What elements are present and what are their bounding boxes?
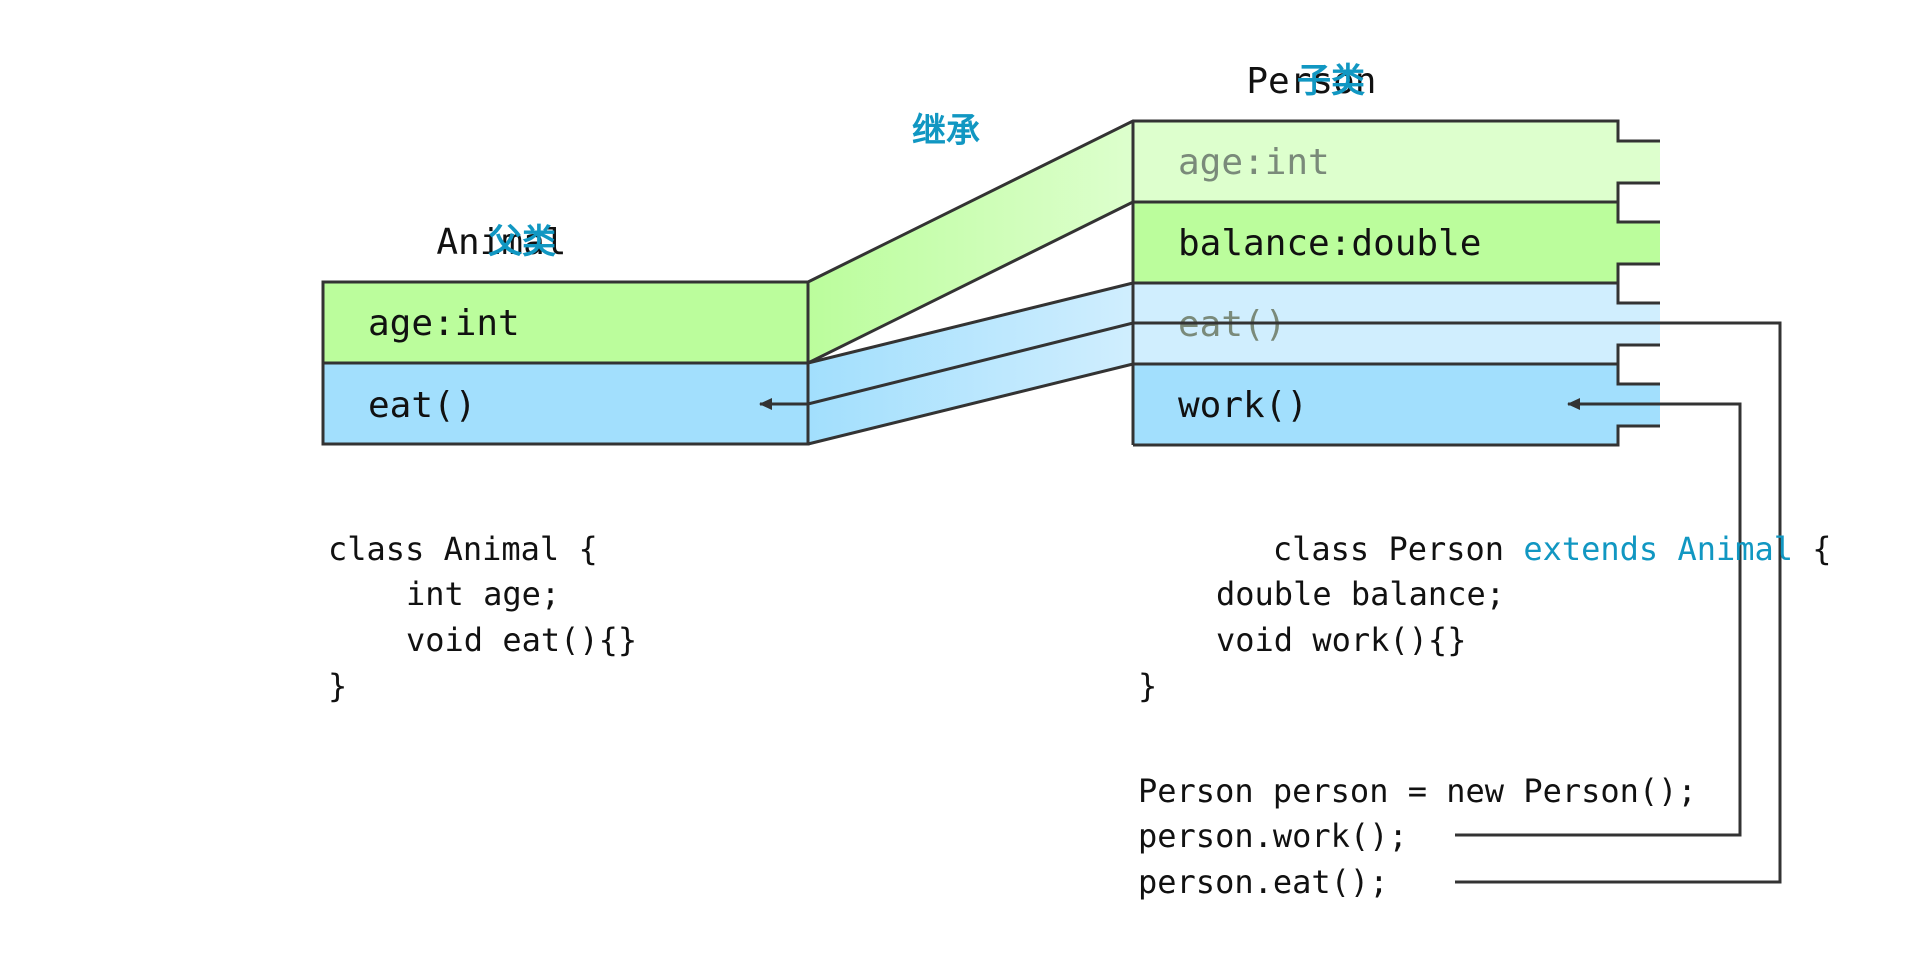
code-line: } (328, 667, 347, 705)
inheritance-label: 继承 (912, 111, 980, 151)
animal-code-block: class Animal { int age; void eat(){} } (328, 530, 637, 705)
person-box-outline (1131, 119, 1660, 447)
code-line: int age; (406, 575, 560, 613)
animal-field-age-box (321, 280, 810, 365)
animal-class-name: Animal (436, 222, 566, 263)
person-field-age-box (1133, 121, 1618, 202)
person-method-work-label: work() (1178, 385, 1308, 426)
code-line: } (1138, 667, 1157, 705)
code-line: void eat(){} (406, 621, 637, 659)
code-line: Person person = new Person(); (1138, 772, 1697, 810)
code-line: void work(){} (1216, 621, 1466, 659)
animal-method-eat-box (321, 361, 810, 446)
extends-keyword: extends Animal (1523, 530, 1793, 568)
usage-code-block: Person person = new Person(); person.wor… (1138, 772, 1697, 901)
eat-call-arrow (759, 321, 1782, 884)
person-method-work-box (1133, 364, 1618, 445)
parent-class-tag: 父类 (488, 222, 556, 262)
animal-method-eat-label: eat() (368, 385, 476, 426)
code-line: double balance; (1216, 575, 1505, 613)
code-line: class Person extends Animal { (1138, 530, 1920, 568)
person-class-box: age:int balance:double eat() work() (1131, 119, 1660, 447)
person-field-age-label: age:int (1178, 142, 1330, 183)
animal-field-age-label: age:int (368, 303, 520, 344)
person-class-name: Person (1246, 61, 1376, 102)
work-call-arrow (1455, 398, 1742, 837)
child-class-tag: 子类 (1297, 61, 1365, 101)
code-line: class Animal { (328, 530, 598, 568)
person-code-block: class Person extends Animal { double bal… (1138, 530, 1920, 705)
person-class-title: Person (1138, 61, 1441, 102)
person-field-balance-box (1133, 202, 1618, 283)
animal-class-box: age:int eat() (321, 280, 810, 446)
animal-class-title: Animal (328, 222, 631, 263)
code-line: person.eat(); (1138, 863, 1388, 901)
person-field-balance-label: balance:double (1178, 223, 1481, 264)
code-line: person.work(); (1138, 817, 1408, 855)
